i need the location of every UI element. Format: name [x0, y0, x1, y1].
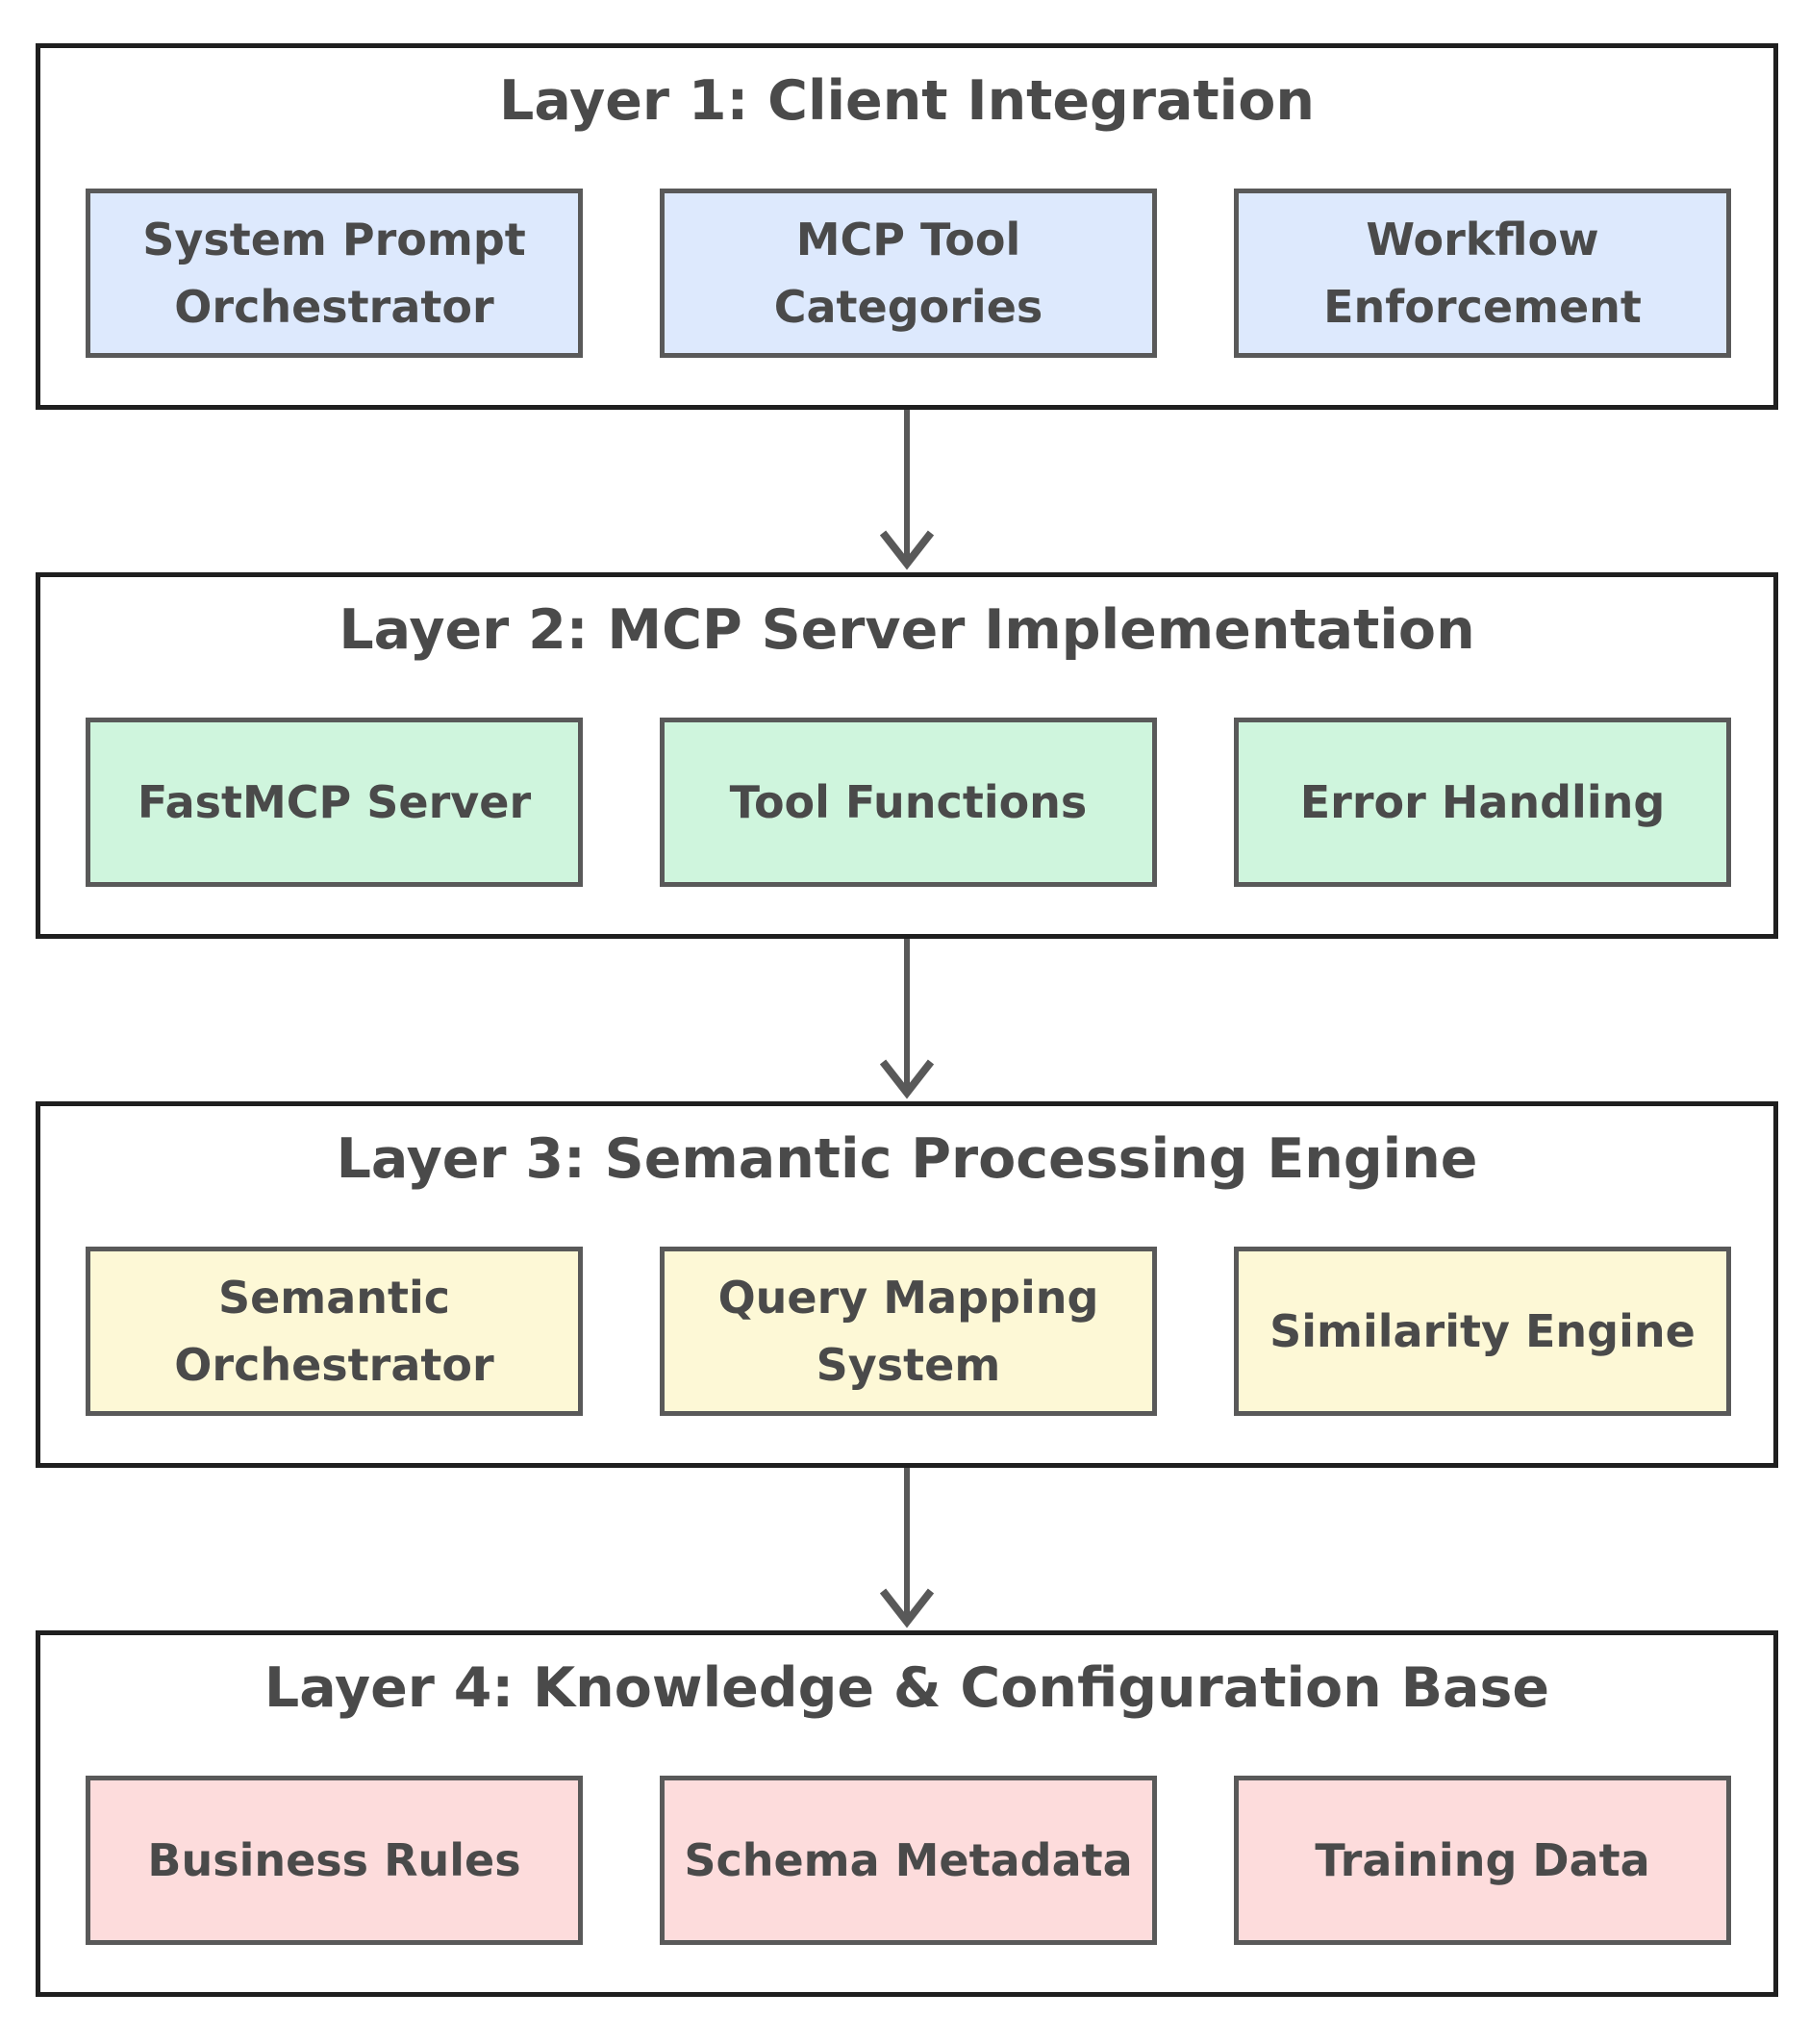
layer-1-client-integration: Layer 1: Client Integration System Promp… [36, 43, 1778, 410]
flow-arrow-layer2-to-layer3 [880, 939, 934, 1099]
component-label: Similarity Engine [1269, 1305, 1696, 1357]
component-tool-functions: Tool Functions [660, 718, 1157, 887]
component-label: Tool Functions [729, 776, 1088, 828]
layer-2-mcp-server-implementation: Layer 2: MCP Server Implementation FastM… [36, 572, 1778, 939]
component-label: System Prompt Orchestrator [142, 214, 526, 333]
layer-4-knowledge-configuration-base: Layer 4: Knowledge & Configuration Base … [36, 1630, 1778, 1997]
component-label: MCP Tool Categories [773, 214, 1043, 333]
component-label: Semantic Orchestrator [174, 1272, 494, 1391]
component-query-mapping-system: Query Mapping System [660, 1247, 1157, 1416]
component-similarity-engine: Similarity Engine [1234, 1247, 1731, 1416]
component-label: Schema Metadata [684, 1834, 1133, 1886]
component-fastmcp-server: FastMCP Server [86, 718, 583, 887]
component-label: Error Handling [1299, 776, 1666, 828]
component-business-rules: Business Rules [86, 1776, 583, 1945]
component-semantic-orchestrator: Semantic Orchestrator [86, 1247, 583, 1416]
layer-title: Layer 1: Client Integration [499, 69, 1315, 133]
component-training-data: Training Data [1234, 1776, 1731, 1945]
arrow-head [880, 1059, 934, 1099]
layer-title: Layer 2: MCP Server Implementation [339, 598, 1475, 662]
flow-arrow-layer1-to-layer2 [880, 410, 934, 570]
layer-title: Layer 3: Semantic Processing Engine [336, 1127, 1478, 1191]
component-label: FastMCP Server [137, 776, 532, 828]
layer-title: Layer 4: Knowledge & Configuration Base [264, 1656, 1550, 1720]
component-schema-metadata: Schema Metadata [660, 1776, 1157, 1945]
component-label: Business Rules [147, 1834, 521, 1886]
arrow-head [880, 530, 934, 570]
component-mcp-tool-categories: MCP Tool Categories [660, 189, 1157, 358]
layer-3-semantic-processing-engine: Layer 3: Semantic Processing Engine Sema… [36, 1101, 1778, 1468]
component-system-prompt-orchestrator: System Prompt Orchestrator [86, 189, 583, 358]
component-label: Query Mapping System [717, 1272, 1099, 1391]
flow-arrow-layer3-to-layer4 [880, 1468, 934, 1628]
component-workflow-enforcement: Workflow Enforcement [1234, 189, 1731, 358]
component-label: Training Data [1315, 1834, 1650, 1886]
arrow-head [880, 1588, 934, 1628]
component-label: Workflow Enforcement [1323, 214, 1642, 333]
component-error-handling: Error Handling [1234, 718, 1731, 887]
